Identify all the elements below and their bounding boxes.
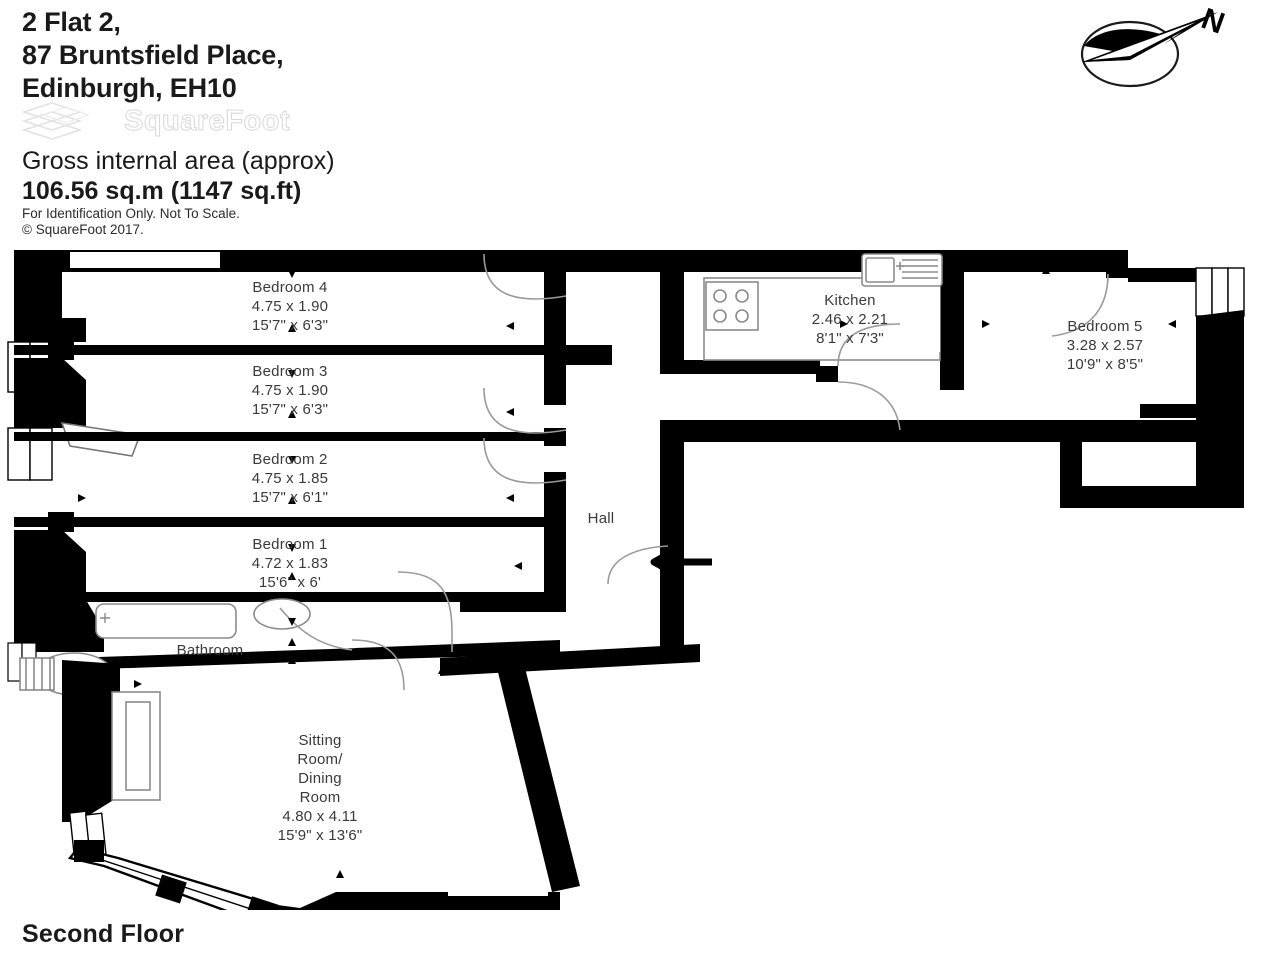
disclaimer-line-1: For Identification Only. Not To Scale. — [22, 206, 240, 221]
room-label-bathroom: Bathroom — [176, 642, 244, 659]
door-swing-hall-bathroom — [279, 607, 353, 651]
room-label-bedroom5: Bedroom 5 3.28 x 2.57 10'9" x 8'5" — [1066, 318, 1144, 373]
room-label-sitting-dining: Sitting Room/ Dining Room 4.80 x 4.11 15… — [277, 732, 363, 844]
wall-node-b4-b3 — [48, 340, 74, 360]
wall-hall-right — [660, 420, 684, 660]
floor-plan — [0, 240, 1280, 910]
area-block: Gross internal area (approx) 106.56 sq.m… — [22, 146, 782, 238]
address-line-3: Edinburgh, EH10 — [22, 73, 237, 103]
wall-corridor-seg-1 — [544, 250, 566, 348]
stacked-diamonds-icon — [22, 102, 90, 140]
wall-bed5-bottom-upper — [1060, 420, 1200, 442]
room-label-bedroom2: Bedroom 2 4.75 x 1.85 15'7" x 6'1" — [251, 451, 329, 506]
kitchen-fixtures — [703, 253, 943, 361]
wall-bed5-ledge — [1140, 404, 1200, 418]
washbasin-icon — [253, 598, 311, 630]
north-letter: N — [1197, 2, 1229, 40]
address-line-2: 87 Bruntsfield Place, — [22, 40, 284, 70]
dimension-arrows-kitchen — [824, 320, 848, 328]
cistern-icon — [19, 657, 55, 691]
wall-kitchen-door-jamb — [816, 366, 838, 382]
wall-bed5-top-left — [964, 250, 1114, 272]
wall-sitting-bottom — [268, 892, 560, 910]
disclaimer-line-2: © SquareFoot 2017. — [22, 222, 144, 237]
wall-left-pilaster-3 — [14, 530, 86, 600]
gia-value: 106.56 sq.m (1147 sq.ft) — [22, 177, 302, 205]
wall-right-exterior-cap — [1196, 310, 1244, 336]
wall-kitchen-right — [940, 250, 964, 390]
dimension-arrows-bedroom5 — [966, 266, 1192, 428]
wall-kitchen-bottom-right — [940, 372, 964, 390]
dimension-arrows-sitting — [118, 656, 514, 886]
fireplace-icon — [111, 691, 161, 801]
door-swing-bedroom5 — [1051, 273, 1109, 337]
room-label-kitchen: Kitchen 2.46 x 2.21 8'1" x 7'3" — [811, 292, 889, 347]
compass-rose-icon: N — [1080, 2, 1229, 88]
wall-partition-b2-b1 — [14, 517, 554, 527]
door-swing-bedroom3 — [483, 387, 567, 434]
door-swing-entrance — [607, 545, 669, 585]
squarefoot-logo: SquareFoot — [22, 101, 290, 141]
wall-partition-b4-b3 — [14, 345, 554, 355]
room-label-hall: Hall — [587, 510, 615, 527]
address-line-1: 2 Flat 2, — [22, 7, 121, 37]
wall-sitting-right — [496, 664, 580, 892]
brand-wordmark: SquareFoot — [123, 104, 291, 137]
wall-corridor-foot — [460, 600, 566, 612]
floor-plan-drawing — [7, 250, 1245, 910]
door-swing-bedroom2 — [483, 437, 567, 484]
wall-bed5-bottom — [1060, 486, 1244, 508]
room-label-bedroom1: Bedroom 1 4.72 x 1.83 15'6" x 6' — [251, 536, 329, 591]
wall-sitting-left — [62, 660, 120, 822]
door-swing-hall-kitchen — [837, 381, 901, 431]
wall-left-jamb-1 — [14, 250, 86, 342]
bay-mullion-1 — [74, 840, 104, 862]
wall-kitchen-bottom-left — [660, 360, 820, 374]
bay-mullion-2 — [155, 874, 187, 904]
door-swing-bedroom1 — [397, 571, 453, 652]
wall-corridor-seg-4 — [544, 472, 566, 612]
wall-left-pilaster-2 — [14, 358, 86, 428]
window-top-bedroom4 — [70, 252, 220, 268]
svg-text:N: N — [1197, 2, 1229, 40]
door-swings-bedrooms — [483, 253, 567, 484]
wall-node-b2-b1 — [48, 512, 74, 532]
door-swing-bedroom4 — [483, 253, 567, 300]
wall-corridor-stub — [544, 345, 612, 365]
dimension-arrows-left-wing — [62, 258, 530, 654]
wall-left-lower-mass — [14, 600, 104, 652]
floor-label: Second Floor — [22, 920, 185, 948]
wall-bed5-notch — [1106, 250, 1128, 278]
wall-right-exterior-mass — [1196, 316, 1244, 486]
door-swing-bathroom — [351, 639, 405, 691]
bay-mullion-3 — [245, 896, 279, 910]
window-right-bedroom5 — [1195, 267, 1245, 317]
wall-hall-top — [660, 420, 1080, 442]
door-swing-kitchen — [837, 323, 901, 367]
room-label-bedroom3: Bedroom 3 4.75 x 1.90 15'7" x 6'3" — [251, 363, 329, 418]
title-block: 2 Flat 2, 87 Bruntsfield Place, Edinburg… — [22, 6, 722, 105]
wall-partition-b3-b2 — [14, 432, 554, 441]
wall-partition-b1-bathroom — [60, 592, 560, 602]
window-sitting-bottom — [448, 880, 548, 896]
room-label-bedroom4: Bedroom 4 4.75 x 1.90 15'7" x 6'3" — [251, 279, 329, 334]
gia-label: Gross internal area (approx) — [22, 147, 335, 175]
bathtub-icon — [95, 603, 237, 639]
hob-icon — [705, 281, 759, 331]
entrance-arrow-icon — [650, 548, 712, 576]
sink-icon — [861, 253, 943, 287]
